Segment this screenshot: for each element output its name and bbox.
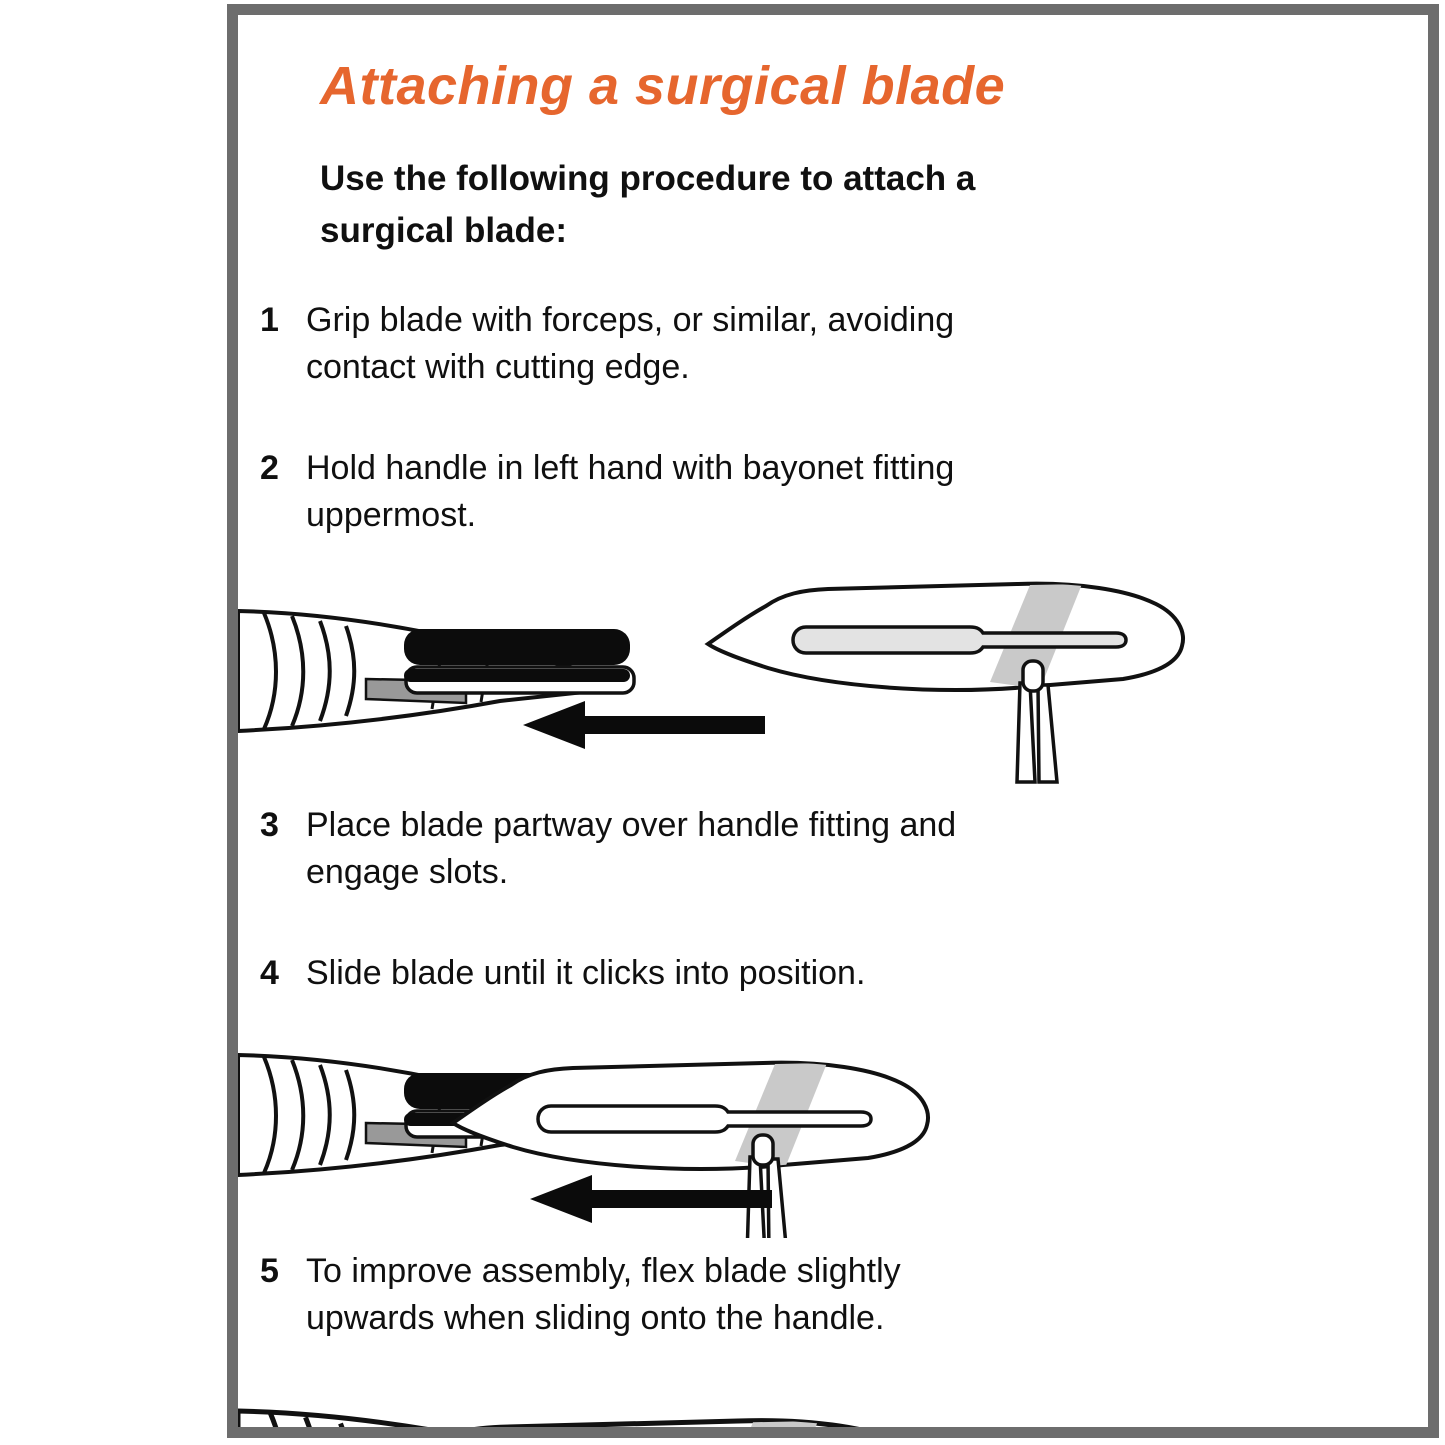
- step-line: Grip blade with forceps, or similar, avo…: [306, 301, 955, 339]
- step-number: 3: [260, 806, 279, 844]
- step-4: 4 Slide blade until it clicks into posit…: [260, 950, 1410, 997]
- page-frame: Attaching a surgical blade Use the follo…: [227, 4, 1439, 1438]
- page-title: Attaching a surgical blade: [320, 56, 1006, 116]
- step-line: Slide blade until it clicks into positio…: [306, 954, 866, 992]
- arrow-left-icon: [523, 701, 765, 749]
- illustration-blade-separated: [238, 579, 1203, 784]
- intro-line1-pre: Use the following procedure to: [320, 159, 844, 198]
- step-line: upwards when sliding onto the handle.: [306, 1299, 885, 1337]
- procedure-steps: 1 Grip blade with forceps, or similar, a…: [238, 297, 1410, 1438]
- step-text: Place blade partway over handle fitting …: [306, 802, 956, 896]
- scalpel-blade: [351, 1421, 945, 1438]
- step-line: Hold handle in left hand with bayonet fi…: [306, 449, 955, 487]
- step-number: 2: [260, 449, 279, 487]
- intro-line1-post: a: [946, 159, 976, 198]
- step-text: Slide blade until it clicks into positio…: [306, 950, 865, 997]
- step-text: Hold handle in left hand with bayonet fi…: [306, 445, 954, 539]
- illustration-blade-fully-attached: [238, 1396, 1203, 1438]
- intro-bold-word: attach: [843, 159, 947, 198]
- step-number: 4: [260, 954, 279, 992]
- step-3: 3 Place blade partway over handle fittin…: [260, 802, 1410, 896]
- step-line: Place blade partway over handle fitting …: [306, 806, 957, 844]
- step-line: To improve assembly, flex blade slightly: [306, 1252, 901, 1290]
- intro-line: surgical blade:: [320, 211, 568, 250]
- step-text: To improve assembly, flex blade slightly…: [306, 1248, 901, 1342]
- page-content: Attaching a surgical blade Use the follo…: [238, 15, 1428, 1438]
- step-line: contact with cutting edge.: [306, 348, 690, 386]
- step-number: 1: [260, 301, 279, 339]
- scalpel-blade: [453, 1063, 928, 1169]
- intro-text: Use the following procedure to attach a …: [320, 153, 1410, 257]
- step-text: Grip blade with forceps, or similar, avo…: [306, 297, 954, 391]
- step-line: engage slots.: [306, 853, 509, 891]
- step-5: 5 To improve assembly, flex blade slight…: [260, 1248, 1410, 1342]
- step-1: 1 Grip blade with forceps, or similar, a…: [260, 297, 1410, 391]
- illustration-blade-partially-attached: [238, 1053, 1203, 1238]
- step-line: uppermost.: [306, 496, 477, 534]
- scalpel-blade: [708, 584, 1183, 690]
- step-2: 2 Hold handle in left hand with bayonet …: [260, 445, 1410, 539]
- arrow-left-icon: [530, 1175, 772, 1223]
- intro-line: Use the following procedure to attach a: [320, 153, 1410, 205]
- step-number: 5: [260, 1252, 279, 1290]
